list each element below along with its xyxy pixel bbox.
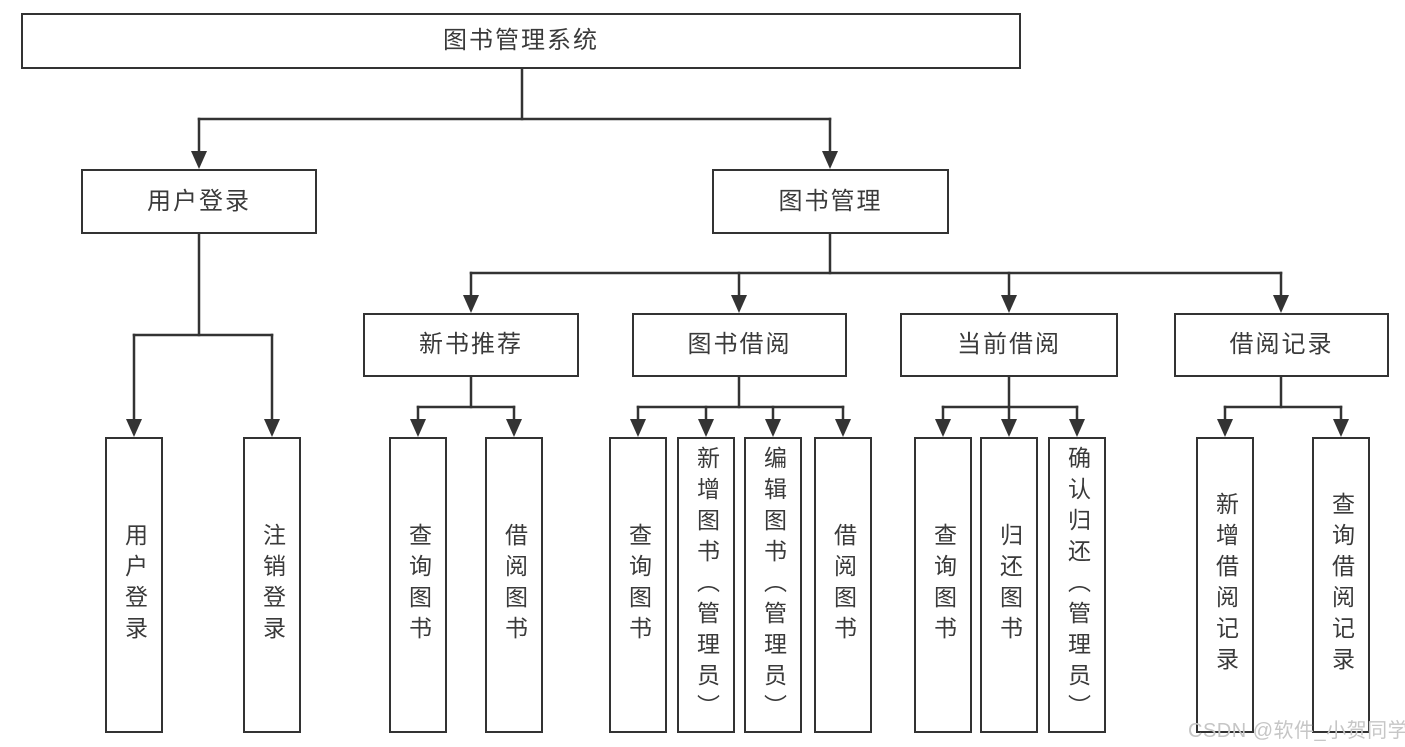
arrowhead-icon	[506, 419, 522, 437]
node-book-mgmt: 图书管理	[712, 169, 949, 234]
leaf-borrow-books-1: 借阅图书	[485, 437, 543, 733]
leaf-label: 查询图书	[405, 523, 432, 647]
arrowhead-icon	[264, 419, 280, 437]
leaf-label: 确认归还（管理员）	[1064, 445, 1091, 725]
arrowheads	[126, 151, 1349, 437]
leaf-query-books-1: 查询图书	[389, 437, 447, 733]
leaf-return-books: 归还图书	[980, 437, 1038, 733]
arrowhead-icon	[463, 295, 479, 313]
arrowhead-icon	[822, 151, 838, 169]
csdn-watermark: CSDN @软件_小贺同学	[1188, 720, 1405, 742]
leaf-label: 查询图书	[625, 523, 652, 647]
arrowhead-icon	[191, 151, 207, 169]
leaf-query-books-2: 查询图书	[609, 437, 667, 733]
arrowhead-icon	[126, 419, 142, 437]
leaf-add-book-admin: 新增图书（管理员）	[677, 437, 735, 733]
node-borrow-records: 借阅记录	[1174, 313, 1389, 377]
arrowhead-icon	[410, 419, 426, 437]
arrowhead-icon	[835, 419, 851, 437]
node-root: 图书管理系统	[21, 13, 1021, 69]
arrowhead-icon	[1217, 419, 1233, 437]
arrowhead-icon	[1333, 419, 1349, 437]
leaf-user-login: 用户登录	[105, 437, 163, 733]
leaf-label: 归还图书	[996, 523, 1023, 647]
arrowhead-icon	[1001, 419, 1017, 437]
leaf-edit-book-admin: 编辑图书（管理员）	[744, 437, 802, 733]
leaf-label: 新增借阅记录	[1212, 492, 1239, 678]
arrowhead-icon	[1001, 295, 1017, 313]
leaf-query-borrow-record: 查询借阅记录	[1312, 437, 1370, 733]
arrowhead-icon	[935, 419, 951, 437]
connector-strokes	[132, 67, 1343, 422]
leaf-confirm-return-admin: 确认归还（管理员）	[1048, 437, 1106, 733]
leaf-label: 用户登录	[121, 523, 148, 647]
leaf-label: 查询借阅记录	[1328, 492, 1355, 678]
leaf-borrow-books-2: 借阅图书	[814, 437, 872, 733]
leaf-label: 借阅图书	[501, 523, 528, 647]
arrowhead-icon	[630, 419, 646, 437]
leaf-label: 借阅图书	[830, 523, 857, 647]
leaf-label: 查询图书	[930, 523, 957, 647]
node-book-borrow: 图书借阅	[632, 313, 847, 377]
arrowhead-icon	[698, 419, 714, 437]
node-user-login: 用户登录	[81, 169, 317, 234]
arrowhead-icon	[1069, 419, 1085, 437]
leaf-query-books-3: 查询图书	[914, 437, 972, 733]
leaf-logout: 注销登录	[243, 437, 301, 733]
arrowhead-icon	[731, 295, 747, 313]
leaf-label: 注销登录	[259, 523, 286, 647]
leaf-label: 编辑图书（管理员）	[760, 445, 787, 725]
node-new-book-rec: 新书推荐	[363, 313, 579, 377]
leaf-label: 新增图书（管理员）	[693, 445, 720, 725]
node-current-borrow: 当前借阅	[900, 313, 1118, 377]
leaf-add-borrow-record: 新增借阅记录	[1196, 437, 1254, 733]
arrowhead-icon	[765, 419, 781, 437]
arrowhead-icon	[1273, 295, 1289, 313]
